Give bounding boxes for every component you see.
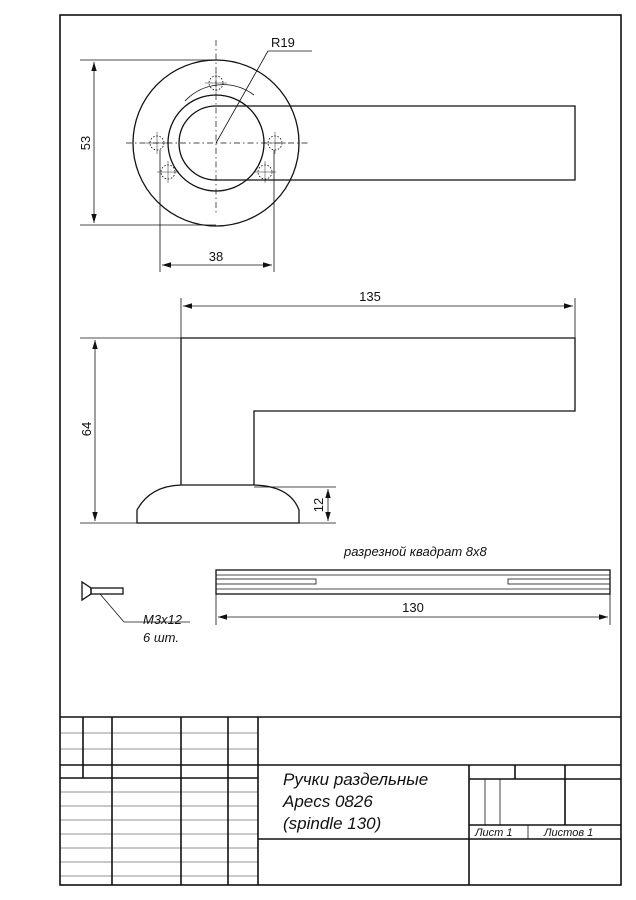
- screw-qty-label: 6 шт.: [143, 630, 179, 645]
- screw-shank: [90, 587, 124, 595]
- side-view: 135 64 12: [79, 289, 576, 524]
- spindle-slot: [507, 578, 611, 585]
- dimension-53-label: 53: [78, 136, 93, 150]
- spindle-slot: [215, 578, 317, 585]
- screw-view: М3х12 6 шт.: [81, 580, 190, 645]
- title-block: Ручки раздельные Apecs 0826 (spindle 130…: [60, 716, 621, 885]
- sheet-number-label: Лист 1: [474, 827, 513, 839]
- screw-hole: [157, 161, 179, 183]
- sheets-total-label: Листов 1: [543, 827, 593, 839]
- lever-side-outline: [180, 337, 576, 485]
- screw-size-label: М3х12: [143, 612, 183, 627]
- lever-top-outline: [178, 105, 576, 181]
- screw-head: [81, 580, 92, 602]
- spindle-view: разрезной квадрат 8х8 130: [215, 544, 611, 625]
- screw-hole: [205, 72, 227, 94]
- dimension-12-label: 12: [311, 498, 326, 512]
- dimension-135-label: 135: [359, 289, 381, 304]
- radius-label: R19: [271, 35, 295, 50]
- spindle-note: разрезной квадрат 8х8: [343, 544, 487, 559]
- radius-leader: [215, 50, 269, 144]
- dimension-130-label: 130: [402, 600, 424, 615]
- drawing-title-line1: Ручки раздельные: [283, 770, 428, 789]
- radius-arc: [184, 84, 255, 102]
- screw-leader: [99, 593, 125, 623]
- dimension-64-label: 64: [79, 422, 94, 436]
- screw-hole: [254, 161, 276, 183]
- drawing-title-line3: (spindle 130): [283, 814, 381, 833]
- rose-side-outline: [136, 484, 300, 524]
- top-view: R19 53 38: [78, 35, 576, 272]
- screw-hole: [146, 132, 168, 154]
- drawing-title-line2: Apecs 0826: [282, 792, 373, 811]
- screw-hole: [264, 132, 286, 154]
- dimension-38-label: 38: [209, 249, 223, 264]
- drawing-frame: [59, 14, 622, 886]
- spindle-outline: [215, 569, 611, 595]
